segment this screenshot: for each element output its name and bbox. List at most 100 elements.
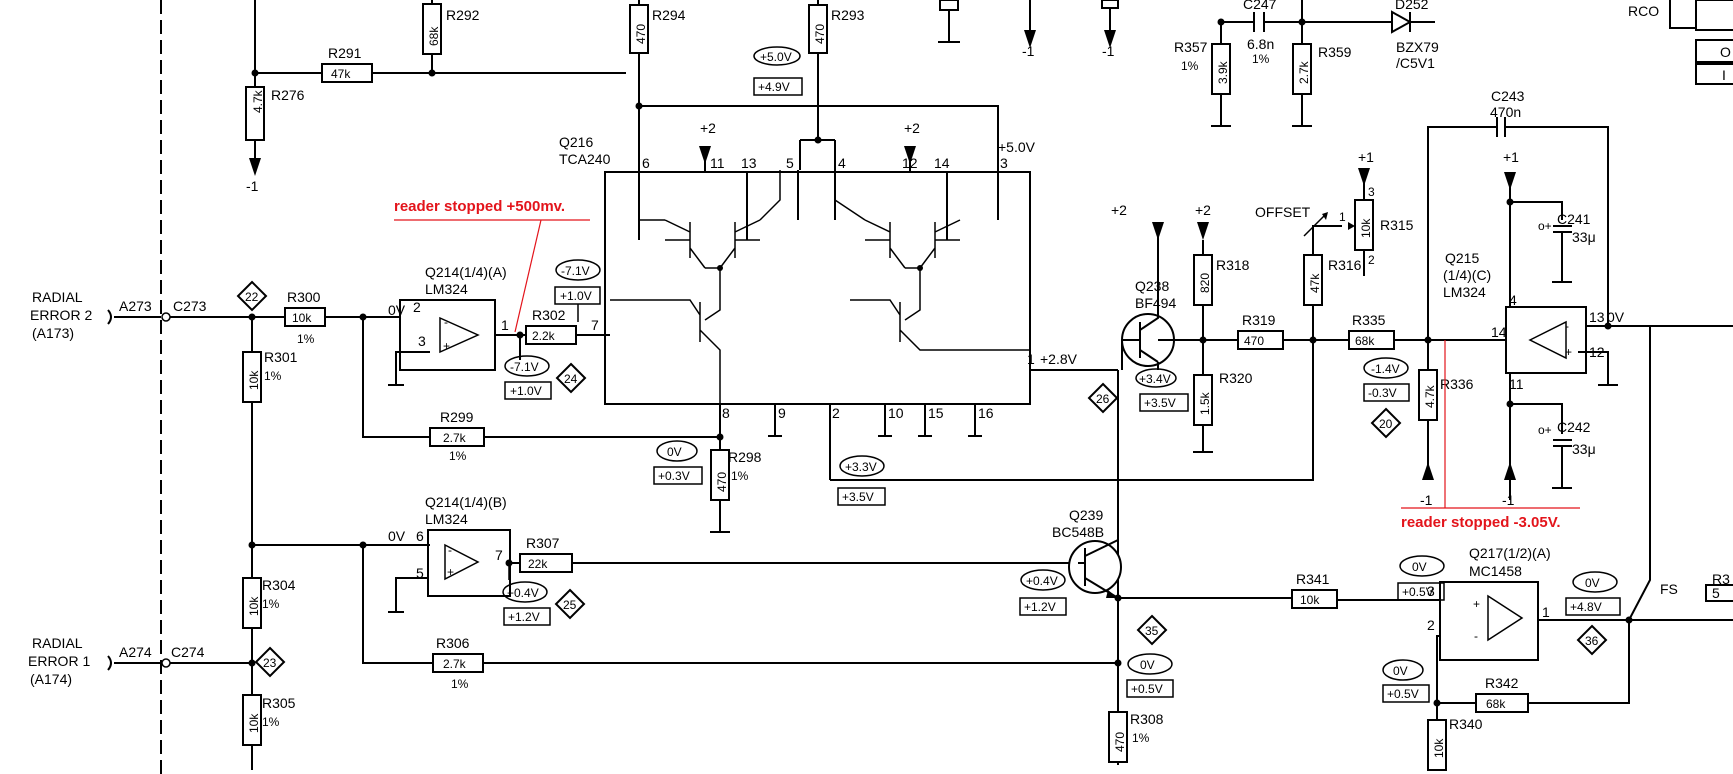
- q215-part: (1/4)(C): [1443, 267, 1491, 283]
- tp-25: 25: [563, 598, 577, 612]
- svg-text:5: 5: [1712, 585, 1720, 601]
- q215-rail-top: +1: [1503, 149, 1519, 165]
- r335-value: 68k: [1355, 334, 1375, 348]
- input1-cap: C274: [171, 644, 205, 660]
- svg-text:o+: o+: [1538, 423, 1552, 437]
- r305-body: [242, 694, 262, 746]
- v-n8-a: 0V: [667, 445, 682, 459]
- rail-plus5: +5.0V: [998, 139, 1036, 155]
- r298-group: 470 R298 1% 0V +0.3V: [653, 404, 762, 533]
- r341-value: 10k: [1300, 593, 1320, 607]
- r340-body: [1427, 719, 1447, 771]
- q216-pin15: 15: [928, 405, 944, 421]
- q216-pin7: 7: [591, 317, 599, 333]
- r307-ref: R307: [526, 535, 560, 551]
- v-q239e-b: +0.5V: [1131, 682, 1163, 696]
- r304-body: [242, 577, 262, 629]
- tp-35: 35: [1145, 624, 1159, 638]
- label-0v-2: 0V: [388, 528, 406, 544]
- q214b-ref: Q214(1/4)(B): [425, 494, 507, 510]
- label-fs: FS: [1660, 581, 1678, 597]
- q215-pin13: 13: [1589, 309, 1605, 325]
- q214a-type: LM324: [425, 281, 468, 297]
- input2-cap: C273: [173, 298, 207, 314]
- v-q217in-b: +0.5V: [1402, 585, 1434, 599]
- r306-tol: 1%: [451, 677, 469, 691]
- q214b-pin7: 7: [495, 547, 503, 563]
- r298-tol: 1%: [731, 469, 749, 483]
- offset-network: 47k R316 OFFSET 1 10k R315 +1 3 2: [1255, 149, 1414, 340]
- q238-type: BF494: [1135, 295, 1176, 311]
- r299-ref: R299: [440, 409, 474, 425]
- c242-value: 33μ: [1572, 441, 1596, 457]
- r298-ref: R298: [728, 449, 762, 465]
- r276-value: 4.7k: [251, 89, 265, 113]
- c243-ref: C243: [1491, 88, 1525, 104]
- v-n8-b: +0.3V: [658, 469, 690, 483]
- svg-text:I: I: [1722, 67, 1726, 83]
- q214a-pin2: 2: [413, 299, 421, 315]
- q215-opamp: 68k R335 C243 470n - + Q215 (1/4)(C) LM3…: [1348, 88, 1733, 508]
- r291-ref: R291: [328, 45, 362, 61]
- svg-text:-: -: [1565, 319, 1569, 333]
- c247-value: 6.8n: [1247, 36, 1274, 52]
- r299-tol: 1%: [449, 449, 467, 463]
- rail-minus1-b: -1: [1102, 43, 1115, 59]
- r316-value: 47k: [1308, 273, 1322, 293]
- top-right-network: C247 6.8n 1% D252 BZX79 /C5V1 3.9k R357 …: [1174, 0, 1733, 127]
- r302-ref: R302: [532, 307, 566, 323]
- q216-pin10: 10: [888, 405, 904, 421]
- input1-pin: A274: [119, 644, 152, 660]
- r307-value: 22k: [528, 557, 548, 571]
- r359-value: 2.7k: [1297, 60, 1311, 84]
- r300-ref: R300: [287, 289, 321, 305]
- r336-ref: R336: [1440, 376, 1474, 392]
- pot-pin1: 1: [1339, 210, 1346, 224]
- q217-type: MC1458: [1469, 563, 1522, 579]
- svg-text:+: +: [1473, 597, 1480, 611]
- label-0v: 0V: [388, 302, 406, 318]
- r293-value: 470: [813, 24, 827, 44]
- v-q217in-a: 0V: [1412, 560, 1427, 574]
- r291-body: [321, 63, 373, 83]
- q216-pin16: 16: [978, 405, 994, 421]
- q216-rail-b: +2: [904, 120, 920, 136]
- input1-line3: (A174): [30, 671, 72, 687]
- r318-rail: +2: [1195, 202, 1211, 218]
- c241-value: 33μ: [1572, 229, 1596, 245]
- label-offset: OFFSET: [1255, 204, 1311, 220]
- svg-text:-: -: [448, 543, 452, 557]
- r306-ref: R306: [436, 635, 470, 651]
- tp-24: 24: [564, 372, 578, 386]
- tp-36: 36: [1585, 634, 1599, 648]
- q238-rail: +2: [1111, 202, 1127, 218]
- r306-value: 2.7k: [443, 657, 467, 671]
- r301-value: 10k: [247, 370, 261, 390]
- r315-rail: +1: [1358, 149, 1374, 165]
- q216-pin14: 14: [934, 155, 950, 171]
- q238-transistor: +2 Q238 BF494 26 +3.4V +3.5V 1.5k R320 +…: [1087, 202, 1349, 765]
- c247-tol: 1%: [1252, 52, 1270, 66]
- r319-value: 470: [1244, 334, 1264, 348]
- pot-pin2: 2: [1368, 253, 1375, 267]
- c247-ref: C247: [1243, 0, 1277, 12]
- r308-ref: R308: [1130, 711, 1164, 727]
- v-q214a-b: +1.0V: [560, 289, 592, 303]
- input-radial-error-2: RADIAL ERROR 2 (A173) A273 C273 10k R300…: [30, 280, 400, 770]
- q214b-opamp: - + Q214(1/4)(B) LM324 0V 6 5 7 2.7k R30…: [359, 494, 1122, 691]
- v-r293-b: +4.9V: [758, 80, 790, 94]
- c243-value: 470n: [1490, 104, 1521, 120]
- v-q239b-b: +1.2V: [1024, 600, 1056, 614]
- label-2-8v: +2.8V: [1040, 351, 1078, 367]
- tp-26: 26: [1096, 392, 1110, 406]
- r308-value: 470: [1113, 732, 1127, 752]
- r302-value: 2.2k: [532, 329, 556, 343]
- r276-rail: -1: [246, 178, 259, 194]
- input2-line3: (A173): [32, 325, 74, 341]
- q216-body: [604, 171, 1031, 405]
- c241-ref: C241: [1557, 211, 1591, 227]
- q215-ref: Q215: [1445, 250, 1479, 266]
- q215-rail-bottom: -1: [1502, 492, 1515, 508]
- r336-rail: -1: [1420, 492, 1433, 508]
- q215-pin11: 11: [1509, 376, 1524, 392]
